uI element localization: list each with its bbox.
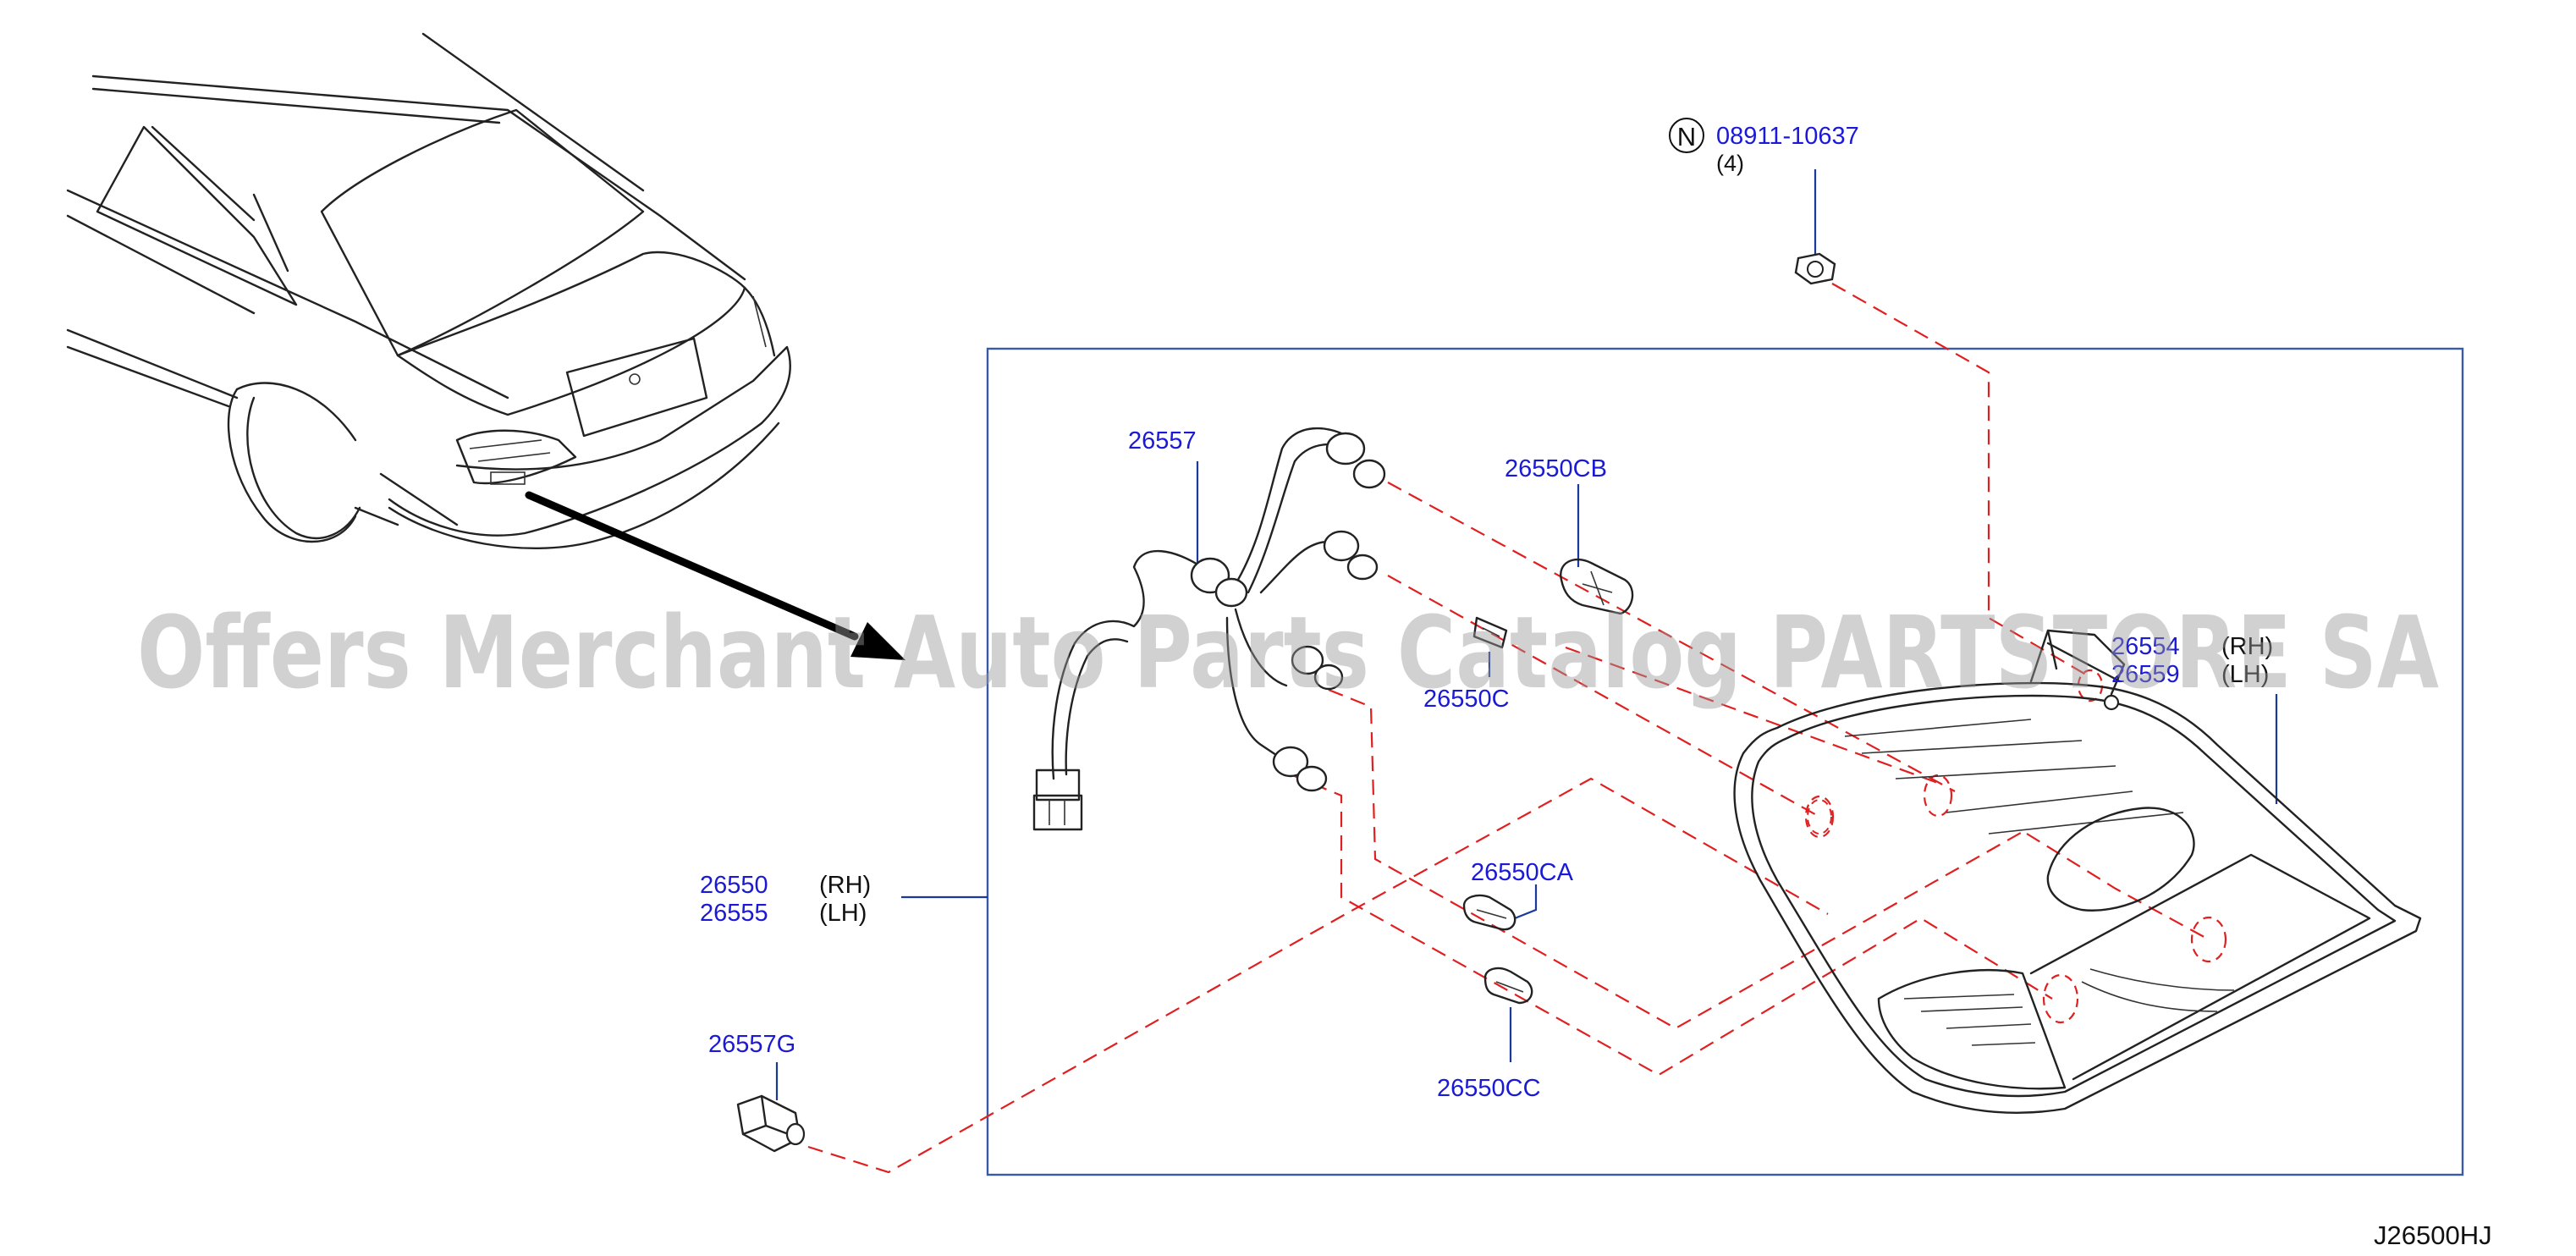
pointer-arrow [525, 491, 859, 641]
diagram-code: J26500HJ [2374, 1220, 2492, 1250]
socket-harness-part-number[interactable]: 26557 [1128, 427, 1197, 454]
bulb-cc[interactable] [1483, 967, 1533, 1062]
bulb-c[interactable] [1472, 616, 1508, 677]
lens-housing-rh-side: (RH) [2221, 633, 2273, 660]
socket-harness[interactable] [1032, 427, 1386, 831]
bulb-socket-lower-left [1291, 645, 1344, 691]
lens-housing-lh-number[interactable]: 26559 [2111, 661, 2180, 688]
nut-quantity: (4) [1716, 151, 1744, 176]
lamp-assembly-rh-number[interactable]: 26550 [700, 872, 768, 899]
assembly-lines [807, 283, 2227, 1174]
bulb-socket-lower [1272, 746, 1328, 792]
tail-lamp-housing[interactable] [1733, 629, 2422, 1114]
watermark-text: Offers Merchant Auto Parts Catalog PARTS… [137, 594, 2439, 711]
bulb-cb[interactable] [1560, 484, 1634, 615]
lamp-assembly-rh-side: (RH) [819, 872, 871, 899]
bulb-cc-part-number[interactable]: 26550CC [1437, 1075, 1541, 1102]
lamp-assembly-box [986, 347, 2464, 1176]
bulb-socket-center [1190, 557, 1248, 608]
lamp-assembly-lh-side: (LH) [819, 900, 867, 927]
lamp-assembly-lh-number[interactable]: 26555 [700, 900, 768, 927]
bulb-ca[interactable] [1462, 884, 1538, 931]
bulb-cb-part-number[interactable]: 26550CB [1505, 455, 1607, 482]
nut-symbol: N [1677, 122, 1696, 151]
grommet-part-number[interactable]: 26557G [708, 1031, 795, 1058]
nut-part-number[interactable]: 08911-10637 [1716, 123, 1859, 150]
lens-housing-rh-number[interactable]: 26554 [2111, 633, 2180, 660]
nut-part[interactable]: N [1669, 118, 1836, 285]
lens-housing-lh-side: (LH) [2221, 661, 2269, 688]
bulb-socket-middle [1323, 530, 1379, 581]
bulb-c-part-number[interactable]: 26550C [1423, 686, 1510, 713]
pointer-arrowhead [850, 622, 905, 660]
grommet[interactable] [736, 1062, 806, 1153]
bulb-ca-part-number[interactable]: 26550CA [1471, 859, 1574, 886]
flange-nut-icon [1794, 252, 1836, 285]
bulb-socket-upper [1325, 432, 1386, 489]
car-illustration [66, 32, 905, 660]
